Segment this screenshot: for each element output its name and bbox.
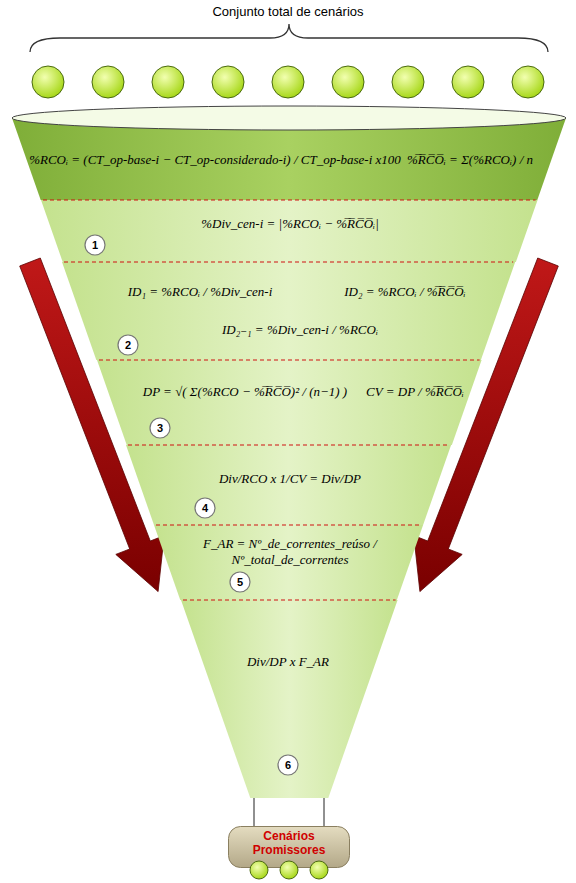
scenario-ball — [250, 861, 268, 879]
formula: %Div_cen-i = |%RCOᵢ − %̅R̅C̅O̅ᵢ| — [150, 216, 430, 232]
stage-divider — [183, 600, 396, 601]
funnel-band: %Div_cen-i = |%RCOᵢ − %̅R̅C̅O̅ᵢ| 1 — [41, 200, 538, 262]
callout-number-text: 2 — [117, 339, 139, 352]
scenario-ball — [310, 861, 328, 879]
callout-number: 6 — [277, 754, 299, 776]
funnel-band: ID₁ = %RCOᵢ / %Div_cen-i ID₂ = %RCOᵢ / %̅… — [62, 262, 515, 360]
stage-divider — [156, 525, 421, 526]
funnel-mouth — [12, 106, 566, 130]
stage-divider — [43, 200, 536, 201]
funnel-band: Div/RCO x 1/CV = Div/DP 4 — [126, 445, 451, 525]
formula: ID₂ = %RCOᵢ / %̅R̅C̅O̅ᵢ — [320, 284, 490, 300]
brace — [30, 24, 548, 52]
callout-number-text: 6 — [277, 759, 299, 772]
formula: Div/RCO x 1/CV = Div/DP — [185, 471, 395, 487]
funnel-band: Div/DP x F_AR 6 — [181, 600, 398, 798]
formula: F_AR = Nº_de_correntes_reúso / Nº_total_… — [180, 536, 400, 568]
callout-number-text: 5 — [229, 576, 251, 589]
formula: ID₁ = %RCOᵢ / %Div_cen-i — [110, 284, 290, 300]
formula: ID₂₋₁ = %Div_cen-i / %RCOᵢ — [180, 322, 420, 338]
funnel-neck — [254, 797, 324, 827]
funnel-band: %RCOᵢ = (CT_op-base-i − CT_op-considerad… — [12, 118, 566, 200]
callout-number-text: 4 — [194, 502, 216, 515]
stage-divider — [64, 262, 513, 263]
stage-divider — [128, 445, 449, 446]
funnel-band: DP = √( Σ(%RCO − %̅R̅C̅O̅)² / (n−1) ) CV … — [97, 360, 482, 445]
callout-number-text: 3 — [149, 422, 171, 435]
formula: Div/DP x F_AR — [208, 654, 368, 670]
funnel-band: F_AR = Nº_de_correntes_reúso / Nº_total_… — [154, 525, 423, 600]
callout-number: 2 — [117, 334, 139, 356]
result-box-text: Cenários Promissores — [234, 829, 344, 857]
stage-divider — [99, 360, 480, 361]
result-box: Cenários Promissores — [228, 826, 350, 868]
scenario-ball — [280, 861, 298, 879]
scenario-balls — [32, 66, 544, 98]
formula: %̅R̅C̅O̅ᵢ = Σ(%RCOᵢ) / n — [395, 152, 545, 168]
callout-number: 4 — [194, 497, 216, 519]
callout-number: 3 — [149, 417, 171, 439]
heading-label: Conjunto total de cenários — [0, 4, 576, 20]
formula: CV = DP / %̅R̅C̅O̅ᵢ — [365, 384, 465, 400]
callout-number: 5 — [229, 571, 251, 593]
callout-number-text: 1 — [84, 239, 106, 252]
formula: %RCOᵢ = (CT_op-base-i − CT_op-considerad… — [25, 152, 405, 168]
callout-number: 1 — [84, 234, 106, 256]
formula: DP = √( Σ(%RCO − %̅R̅C̅O̅)² / (n−1) ) — [130, 384, 360, 400]
